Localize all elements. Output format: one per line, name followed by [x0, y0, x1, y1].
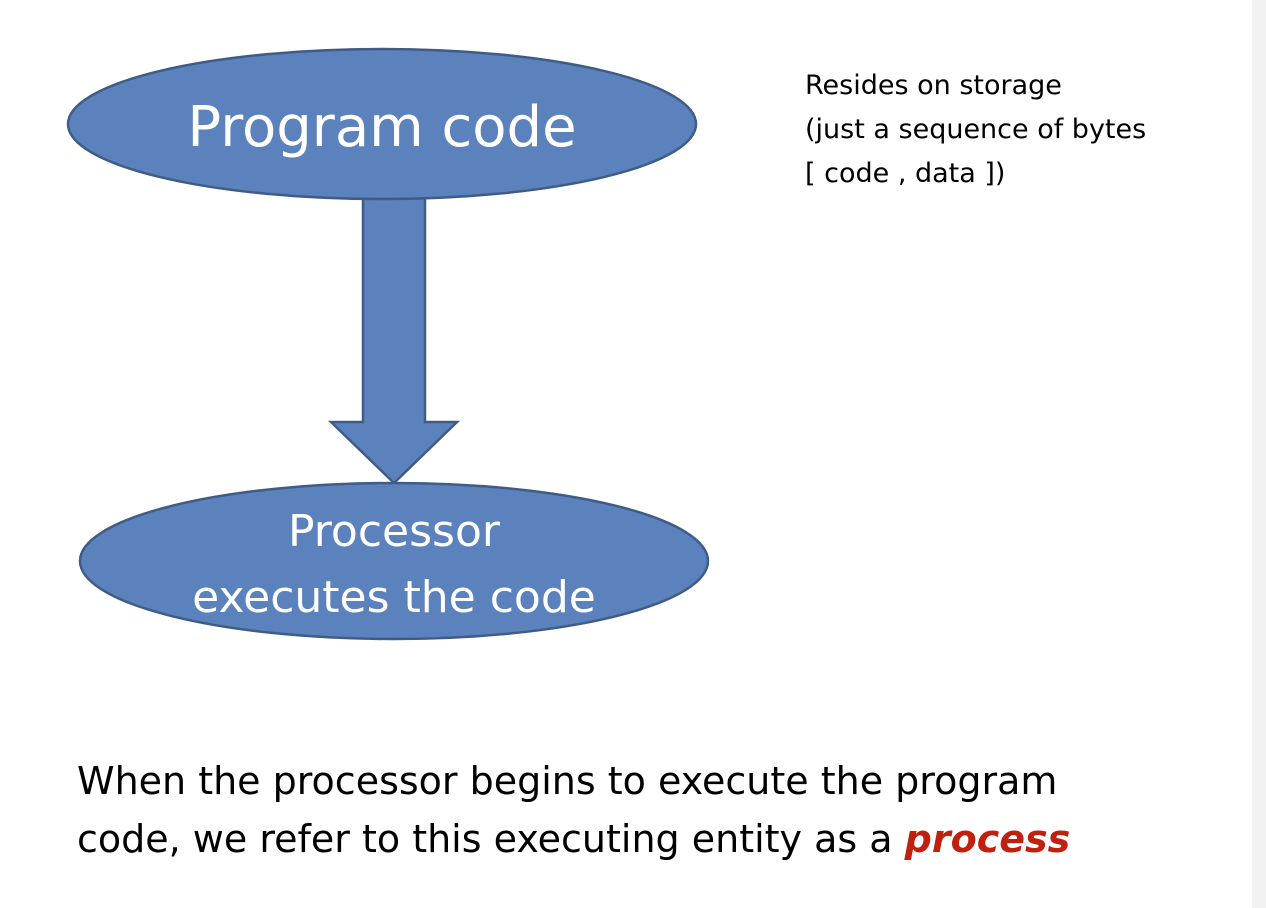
program-code-node	[66, 47, 698, 201]
caption-line-2: code, we refer to this executing entity …	[77, 810, 1217, 868]
down-arrow	[327, 188, 461, 485]
caption-line-2-text: code, we refer to this executing entity …	[77, 817, 905, 861]
processor-label-line2: executes the code	[192, 572, 596, 623]
program-code-label: Program code	[187, 95, 576, 160]
process-definition-caption: When the processor begins to execute the…	[77, 752, 1217, 868]
annotation-line-3: [ code , data ])	[805, 158, 1006, 189]
annotation-line-2: (just a sequence of bytes	[805, 114, 1147, 145]
annotation-line-1: Resides on storage	[805, 70, 1062, 101]
processor-node	[78, 481, 710, 641]
process-emphasis: process	[904, 817, 1071, 861]
caption-line-1: When the processor begins to execute the…	[77, 759, 1058, 803]
processor-label-line1: Processor	[288, 506, 501, 557]
window-edge-strip	[1252, 0, 1266, 908]
storage-annotation: Resides on storage (just a sequence of b…	[805, 64, 1235, 196]
